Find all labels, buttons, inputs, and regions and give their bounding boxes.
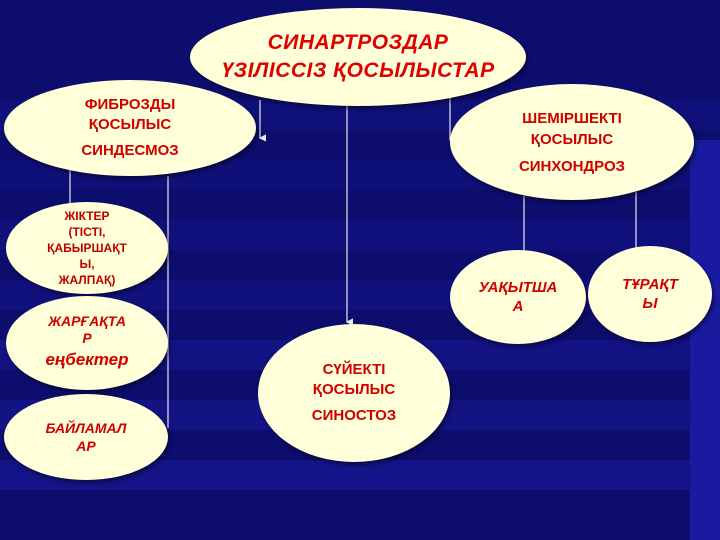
sutures-line3: ҚАБЫРШАҚТ <box>47 241 127 255</box>
node-ligaments: БАЙЛАМАЛ АР <box>4 394 168 480</box>
ligaments-line2: АР <box>76 438 96 454</box>
temporary-line1: УАҚЫТША <box>478 279 558 296</box>
membranes-line3: еңбектер <box>45 350 129 369</box>
permanent-line2: Ы <box>642 295 658 312</box>
sutures-line1: ЖІКТЕР <box>64 209 110 223</box>
node-fibrous-joint: ФИБРОЗДЫ ҚОСЫЛЫС СИНДЕСМОЗ <box>4 80 256 176</box>
root-title-line2: ҮЗІЛІССІЗ ҚОСЫЛЫСТАР <box>221 59 495 82</box>
node-membranes: ЖАРҒАҚТА Р еңбектер <box>6 296 168 390</box>
node-temporary: УАҚЫТША А <box>450 250 586 344</box>
node-sutures: ЖІКТЕР (ТІСТІ, ҚАБЫРШАҚТ Ы, ЖАЛПАҚ) <box>6 202 168 294</box>
sutures-line2: (ТІСТІ, <box>68 225 106 239</box>
fibrous-line1: ФИБРОЗДЫ <box>84 96 176 113</box>
cartilage-line1: ШЕМІРШЕКТІ <box>522 109 622 127</box>
fibrous-line3: СИНДЕСМОЗ <box>81 142 179 159</box>
temporary-line2: А <box>512 298 524 315</box>
fibrous-line2: ҚОСЫЛЫС <box>88 116 172 133</box>
bony-line3: СИНОСТОЗ <box>311 407 397 424</box>
node-permanent: ТҰРАҚТ Ы <box>588 246 712 342</box>
sutures-line5: ЖАЛПАҚ) <box>58 273 116 287</box>
bony-line2: ҚОСЫЛЫС <box>312 381 396 398</box>
bony-line1: СҮЙЕКТІ <box>322 361 386 378</box>
membranes-line1: ЖАРҒАҚТА <box>48 313 126 329</box>
ligaments-line1: БАЙЛАМАЛ <box>45 420 127 436</box>
root-title-line1: СИНАРТРОЗДАР <box>267 31 449 54</box>
cartilage-line3: СИНХОНДРОЗ <box>518 157 626 175</box>
cartilage-line2: ҚОСЫЛЫС <box>530 130 614 148</box>
node-cartilaginous-joint: ШЕМІРШЕКТІ ҚОСЫЛЫС СИНХОНДРОЗ <box>450 84 694 200</box>
membranes-line2: Р <box>82 330 92 346</box>
sutures-line4: Ы, <box>79 257 95 271</box>
node-bony-joint: СҮЙЕКТІ ҚОСЫЛЫС СИНОСТОЗ <box>258 324 450 462</box>
root-node-synarthroses: СИНАРТРОЗДАР ҮЗІЛІССІЗ ҚОСЫЛЫСТАР <box>190 8 526 106</box>
permanent-line1: ТҰРАҚТ <box>622 276 678 293</box>
